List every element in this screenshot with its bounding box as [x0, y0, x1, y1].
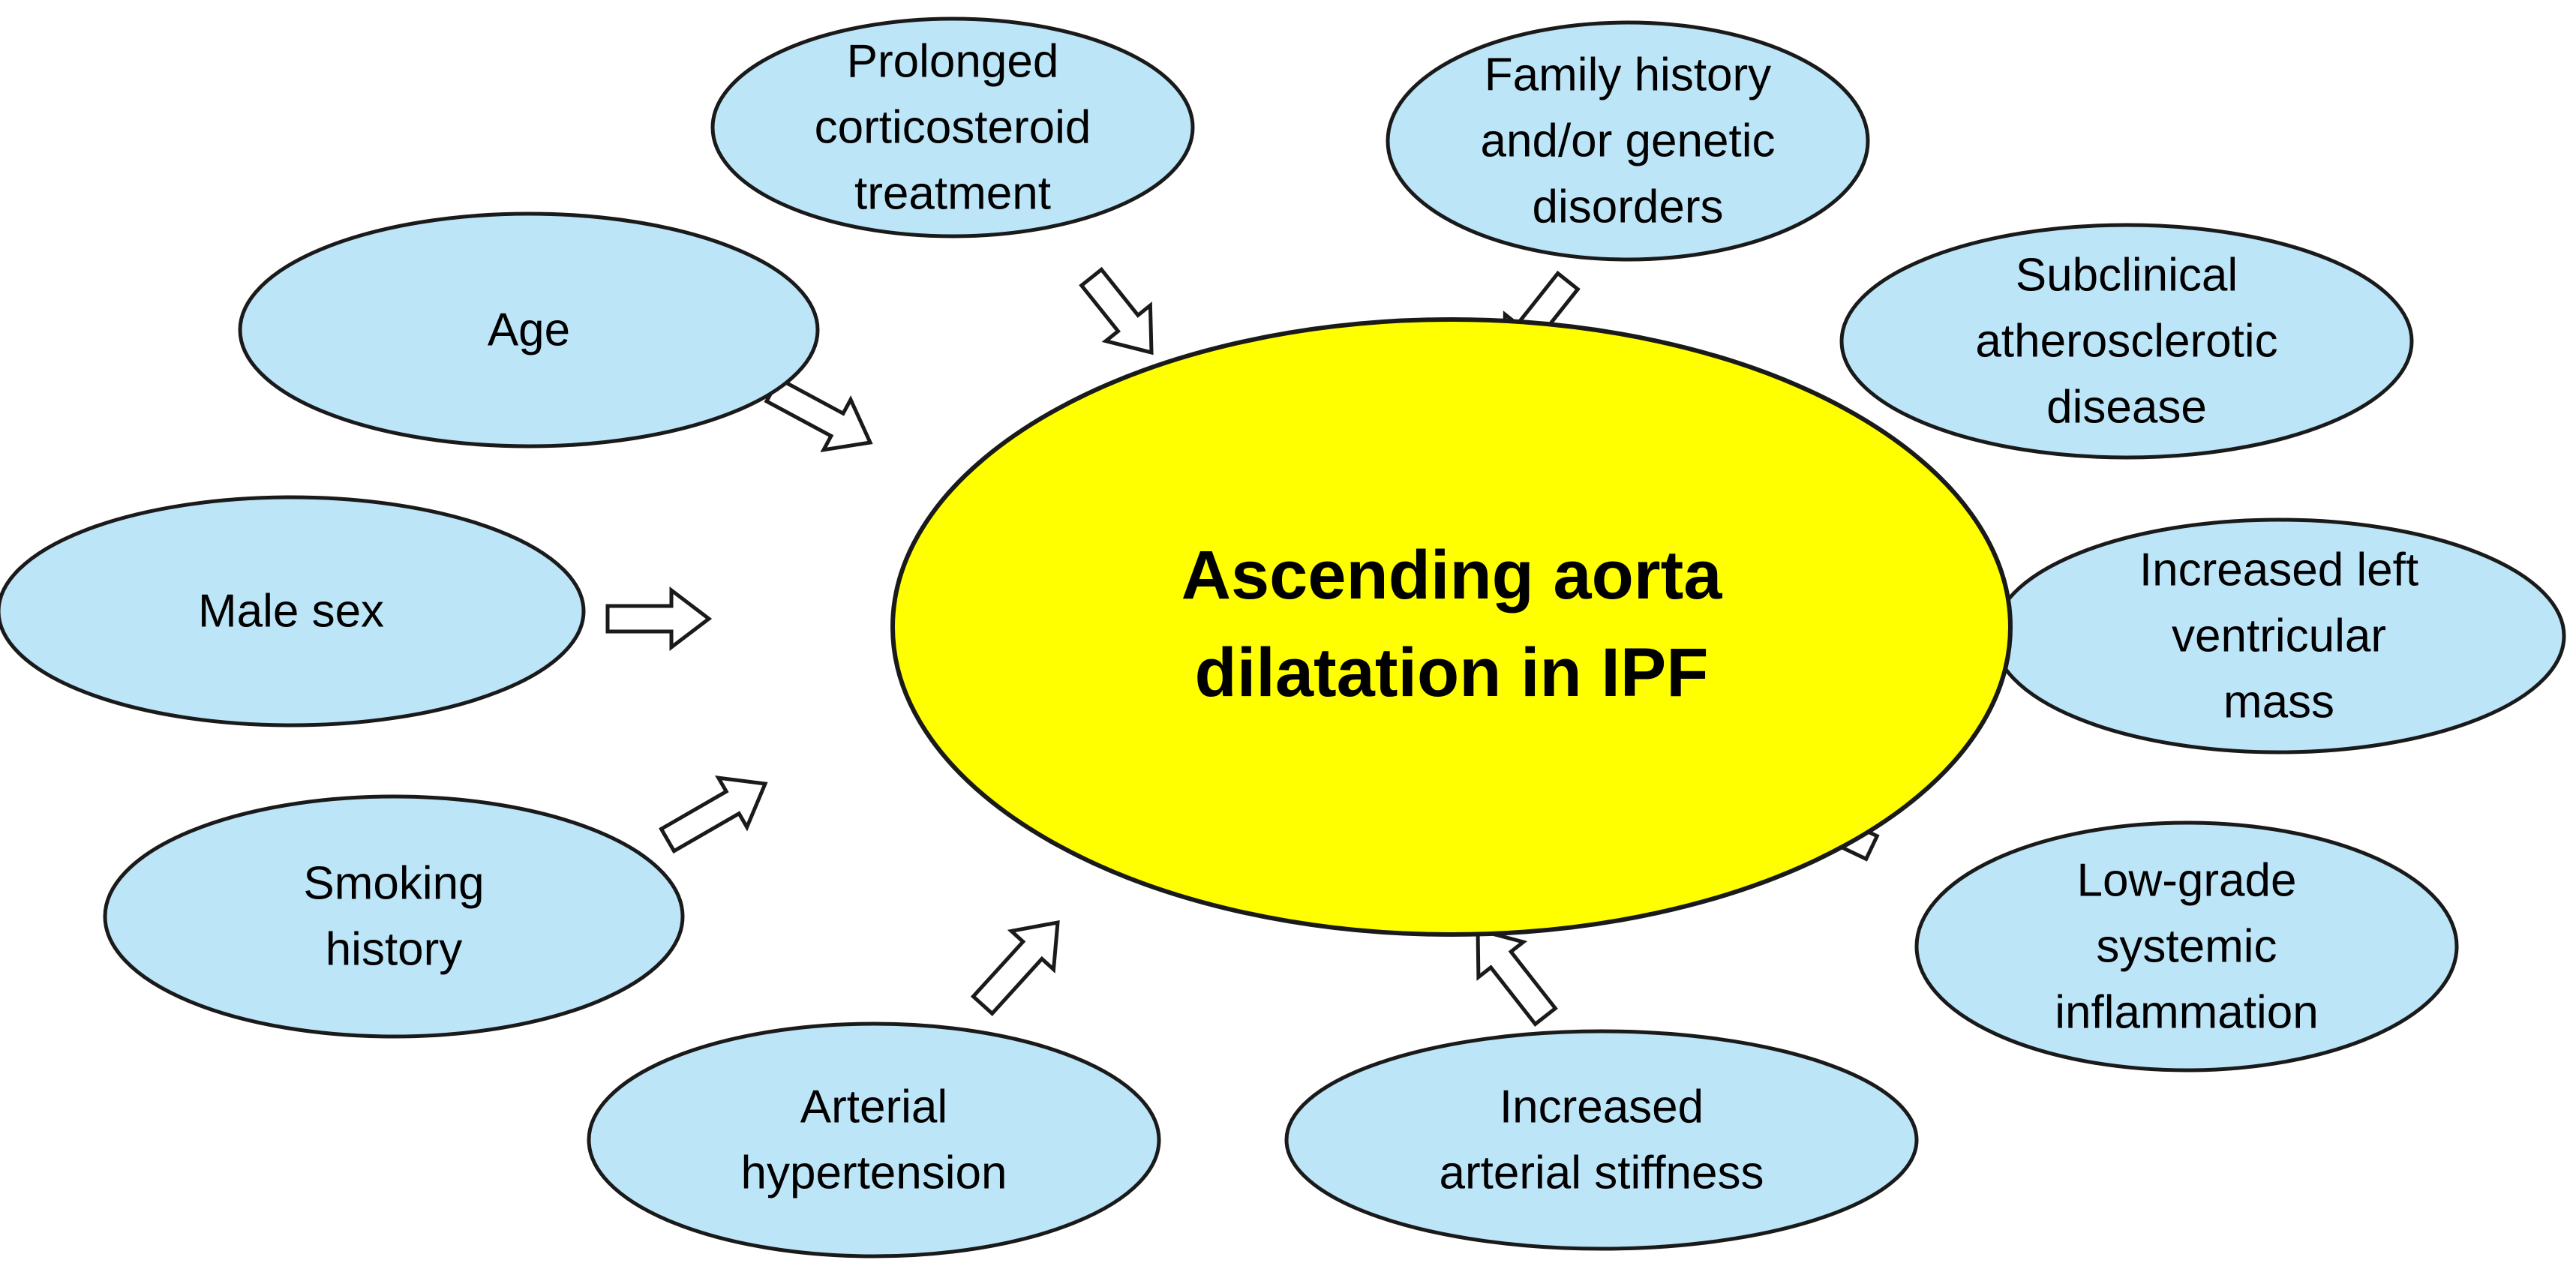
factor-ellipse — [1284, 1029, 1919, 1251]
factor-node-increased-arterial-stiffness: Increased arterial stiffness — [1284, 1029, 1919, 1251]
center-ellipse — [890, 317, 2013, 937]
node-text-line: ventricular — [2172, 610, 2386, 662]
arrow-smoking-history — [659, 775, 768, 854]
factors-layer: Prolonged corticosteroid treatment Family h… — [0, 16, 2566, 1258]
factor-ellipse — [1914, 820, 2459, 1072]
factor-ellipse — [103, 794, 685, 1039]
node-text-line: Arterial — [800, 1082, 947, 1133]
factor-node-low-grade-systemic-inflammation: Low-grade systemic inflammation — [1914, 820, 2459, 1072]
arrow-prolonged-corticosteroid-treatment — [1079, 266, 1154, 356]
node-text-line: Ascending aorta — [1181, 537, 1723, 614]
factor-node-prolonged-corticosteroid-treatment: Prolonged corticosteroid treatment — [710, 16, 1195, 238]
node-text-line: mass — [2223, 676, 2334, 728]
node-text-line: systemic — [2096, 921, 2277, 973]
arrow-age — [764, 376, 873, 453]
node-text-line: Family history — [1485, 50, 1771, 101]
node-text-line: Subclinical — [2016, 250, 2238, 302]
node-text-line: and/or genetic — [1481, 116, 1776, 167]
factor-ellipse — [1839, 223, 2414, 460]
arrow-male-sex — [605, 586, 713, 652]
node-text-line: history — [326, 924, 463, 976]
node-text-line: Increased left — [2139, 544, 2418, 596]
node-text-line: hypertension — [740, 1148, 1007, 1199]
node-text-line: Low-grade — [2077, 855, 2297, 907]
node-text-line: Male sex — [198, 586, 384, 638]
node-text-line: atherosclerotic — [1975, 316, 2277, 368]
factor-ellipse — [710, 16, 1195, 238]
factor-node-smoking-history: Smoking history — [103, 794, 685, 1039]
node-text-line: disorders — [1533, 182, 1724, 233]
factor-node-male-sex: Male sex — [0, 495, 586, 728]
factor-node-increased-left-ventricular-mass: Increased left ventricular mass — [1992, 518, 2566, 754]
factor-ellipse — [0, 495, 586, 728]
center-node: Ascending aorta dilatation in IPF — [890, 317, 2013, 937]
node-text-line: arterial stiffness — [1439, 1148, 1764, 1199]
node-text-line: corticosteroid — [815, 102, 1091, 154]
factor-node-age: Age — [238, 212, 820, 448]
node-text-line: Age — [488, 304, 570, 356]
node-text-line: disease — [2046, 382, 2207, 434]
factor-ellipse — [238, 212, 820, 448]
factor-ellipse — [1386, 20, 1870, 262]
node-text-line: dilatation in IPF — [1195, 634, 1709, 711]
arrow-increased-arterial-stiffness — [1476, 927, 1558, 1028]
node-text-line: Smoking — [303, 858, 484, 910]
node-text-line: treatment — [854, 168, 1051, 220]
node-text-line: Increased — [1500, 1082, 1704, 1133]
arrow-arterial-hypertension — [970, 920, 1060, 1016]
node-text-line: Prolonged — [847, 36, 1059, 88]
factor-node-arterial-hypertension: Arterial hypertension — [587, 1022, 1161, 1258]
node-text-line: inflammation — [2055, 987, 2318, 1039]
factor-node-family-history-genetic-disorders: Family history and/or genetic disorders — [1386, 20, 1870, 262]
factor-ellipse — [587, 1022, 1161, 1258]
factor-node-subclinical-atherosclerotic-disease: Subclinical atherosclerotic disease — [1839, 223, 2414, 460]
